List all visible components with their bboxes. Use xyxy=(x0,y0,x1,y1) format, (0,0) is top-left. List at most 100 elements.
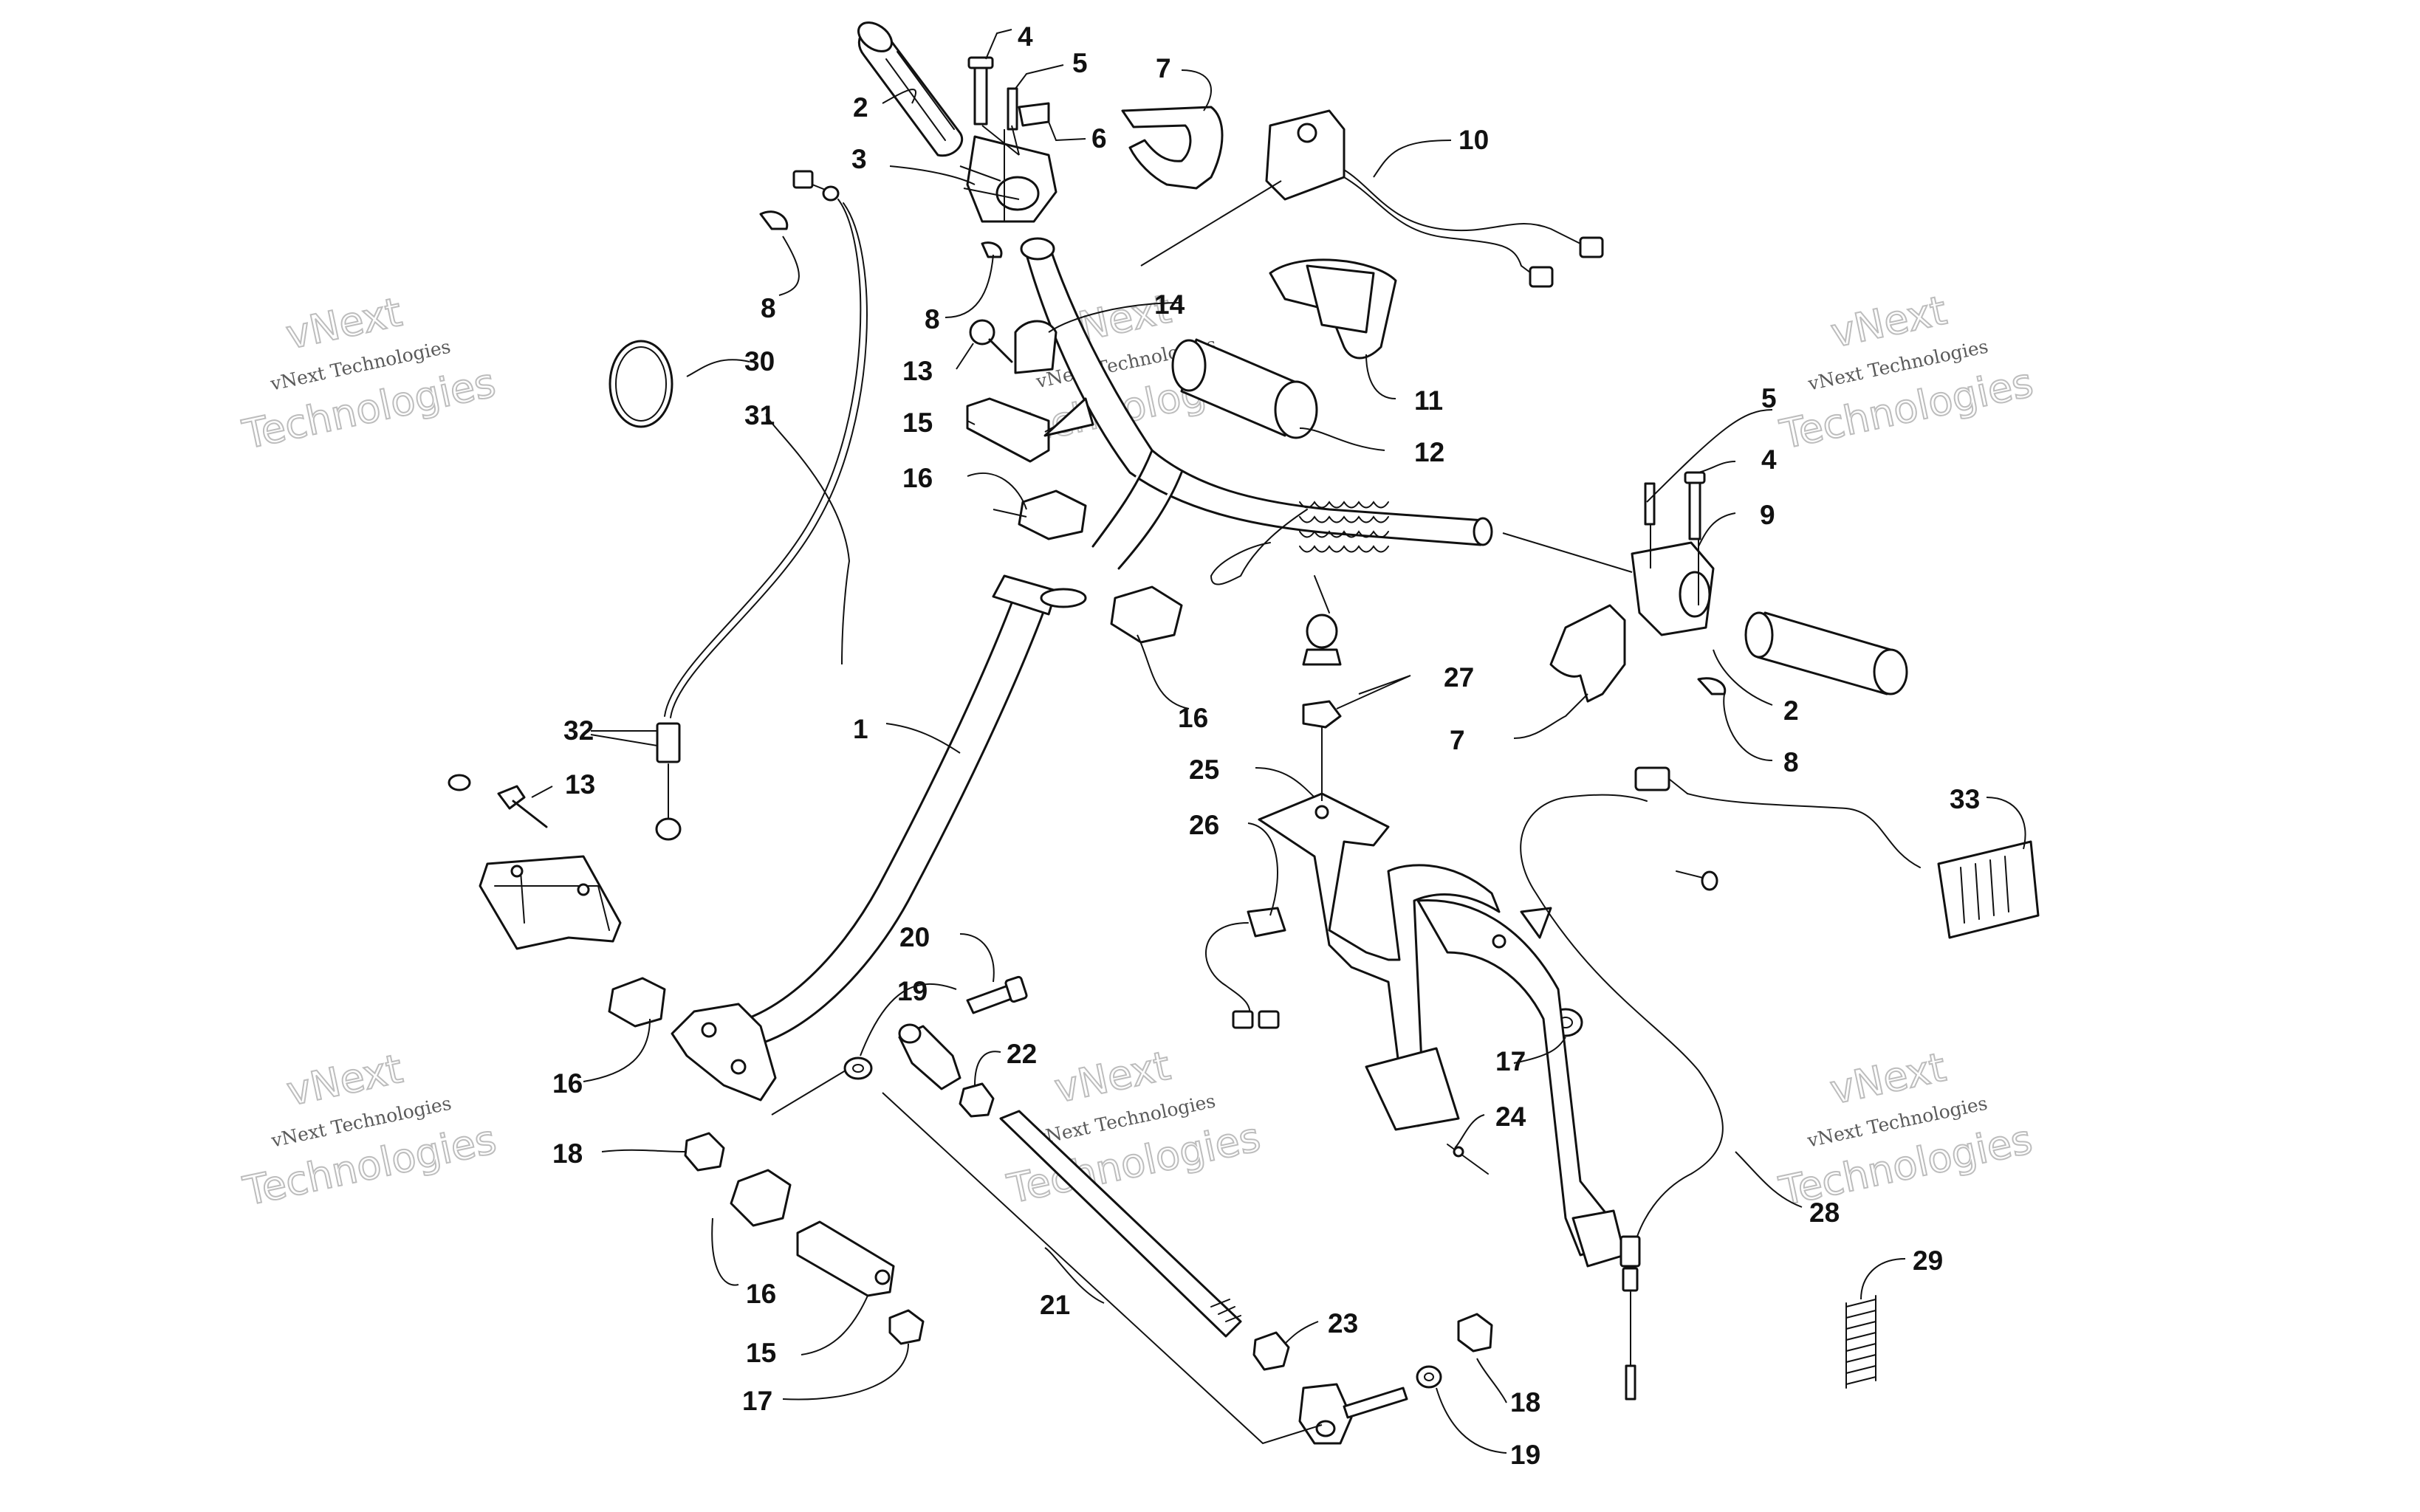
callout-16: 16 xyxy=(902,463,933,493)
steering-post-part xyxy=(671,237,1493,1102)
hand-warmer-cover-part xyxy=(1269,258,1397,360)
callout-23: 23 xyxy=(1328,1308,1358,1339)
throttle-block-part xyxy=(1631,541,1715,636)
callout-18: 18 xyxy=(1510,1387,1540,1418)
callout-labels: 1 2 2 3 4 4 5 5 6 7 7 8 8 8 9 10 11 12 1… xyxy=(552,21,1980,1470)
callout-6: 6 xyxy=(1091,123,1107,154)
watermark-line1: vNext xyxy=(1827,287,1950,357)
switch-connector-part xyxy=(1204,907,1286,1029)
callout-16: 16 xyxy=(552,1068,583,1099)
locknut-part xyxy=(684,1132,725,1172)
clamp-bolt-part xyxy=(969,319,1013,363)
callout-16: 16 xyxy=(1178,703,1208,733)
callout-30: 30 xyxy=(744,346,775,377)
callout-8: 8 xyxy=(925,304,940,334)
mounting-bracket-part xyxy=(479,855,622,950)
bolt-part xyxy=(966,975,1028,1014)
right-grip-part xyxy=(1744,611,1908,695)
callout-4: 4 xyxy=(1761,444,1777,475)
callout-20: 20 xyxy=(899,922,930,952)
grip-sleeve-part xyxy=(1171,338,1318,439)
callout-2: 2 xyxy=(1783,695,1799,726)
callout-15: 15 xyxy=(902,408,933,438)
watermark-right-bottom: vNext vNext Technologies Technologies xyxy=(1775,1043,2037,1216)
callout-22: 22 xyxy=(1007,1039,1037,1069)
callout-2: 2 xyxy=(853,92,868,123)
switch-housing-part xyxy=(1265,109,1604,288)
heater-wire-part xyxy=(1634,766,1921,891)
rod-end-part xyxy=(1298,1383,1408,1445)
rod-end-part xyxy=(898,1023,962,1090)
pin-part xyxy=(1007,87,1018,131)
nut-part xyxy=(888,1309,925,1345)
callout-29: 29 xyxy=(1913,1245,1943,1276)
throttle-cover-part xyxy=(1121,106,1224,190)
screw-part xyxy=(967,56,994,126)
watermark-line1: vNext xyxy=(282,289,405,358)
callout-12: 12 xyxy=(1414,437,1444,467)
watermark-left-bottom: vNext vNext Technologies Technologies xyxy=(239,1045,501,1216)
callout-8: 8 xyxy=(1783,747,1799,777)
callout-31: 31 xyxy=(744,400,775,430)
tie-plate-part xyxy=(796,1220,895,1297)
callout-32: 32 xyxy=(563,715,594,746)
callout-13: 13 xyxy=(565,769,595,800)
throttle-housing-part xyxy=(966,135,1058,223)
callout-19: 19 xyxy=(1510,1440,1540,1470)
e-clip-part xyxy=(981,241,1003,258)
sensor-probe-part xyxy=(1447,1144,1489,1175)
brake-cable-part xyxy=(655,170,868,841)
callout-19: 19 xyxy=(897,976,928,1006)
jam-nut-part xyxy=(1252,1331,1290,1371)
callout-26: 26 xyxy=(1189,810,1219,840)
callout-15: 15 xyxy=(746,1338,776,1368)
watermark-line1: vNext xyxy=(283,1045,406,1115)
bar-clamp-part xyxy=(1014,320,1058,374)
callout-24: 24 xyxy=(1495,1102,1526,1132)
callout-11: 11 xyxy=(1414,385,1443,416)
callout-16: 16 xyxy=(746,1279,776,1309)
saddle-clamp-part xyxy=(966,397,1050,463)
watermark-right-top: vNext vNext Technologies Technologies xyxy=(1775,286,2037,459)
e-clip-part xyxy=(1697,677,1727,695)
tie-rod-part xyxy=(999,1110,1242,1338)
callout-5: 5 xyxy=(1072,48,1088,78)
callout-1: 1 xyxy=(853,714,868,744)
jam-nut-part xyxy=(959,1082,995,1118)
callout-14: 14 xyxy=(1154,289,1185,320)
watermark-line1: vNext xyxy=(1051,1042,1174,1112)
callout-28: 28 xyxy=(1809,1197,1840,1228)
saddle-clamp-part xyxy=(730,1169,792,1227)
e-clip-part xyxy=(759,210,789,230)
saddle-clamp-part xyxy=(1018,489,1087,540)
callout-7: 7 xyxy=(1156,53,1171,83)
washer-part xyxy=(843,1056,873,1080)
callout-7: 7 xyxy=(1450,725,1465,755)
callout-25: 25 xyxy=(1189,755,1219,785)
callout-17: 17 xyxy=(1495,1046,1526,1076)
callout-8: 8 xyxy=(761,293,776,323)
callout-9: 9 xyxy=(1760,500,1775,530)
callout-21: 21 xyxy=(1040,1290,1070,1320)
screw-part xyxy=(1684,471,1706,540)
callout-13: 13 xyxy=(902,356,933,386)
pin-part xyxy=(1644,482,1656,526)
washer-part xyxy=(1416,1365,1442,1389)
saddle-clamp-part xyxy=(608,977,666,1028)
callout-17: 17 xyxy=(742,1386,772,1416)
callout-27: 27 xyxy=(1444,662,1474,693)
washer-part xyxy=(448,774,471,791)
left-grip-part xyxy=(857,21,964,157)
callout-33: 33 xyxy=(1950,784,1980,814)
callout-5: 5 xyxy=(1761,383,1777,413)
spring-part xyxy=(1845,1295,1876,1389)
saddle-clamp-part xyxy=(1110,585,1183,644)
tether-switch-part xyxy=(1210,501,1389,801)
steering-support-part xyxy=(1258,792,1626,1268)
callout-4: 4 xyxy=(1018,21,1033,52)
watermark-line1: vNext xyxy=(1826,1044,1950,1113)
callout-18: 18 xyxy=(552,1138,583,1169)
throttle-cover-part xyxy=(1549,604,1626,703)
clip-part xyxy=(1018,102,1050,127)
callout-3: 3 xyxy=(851,144,867,174)
